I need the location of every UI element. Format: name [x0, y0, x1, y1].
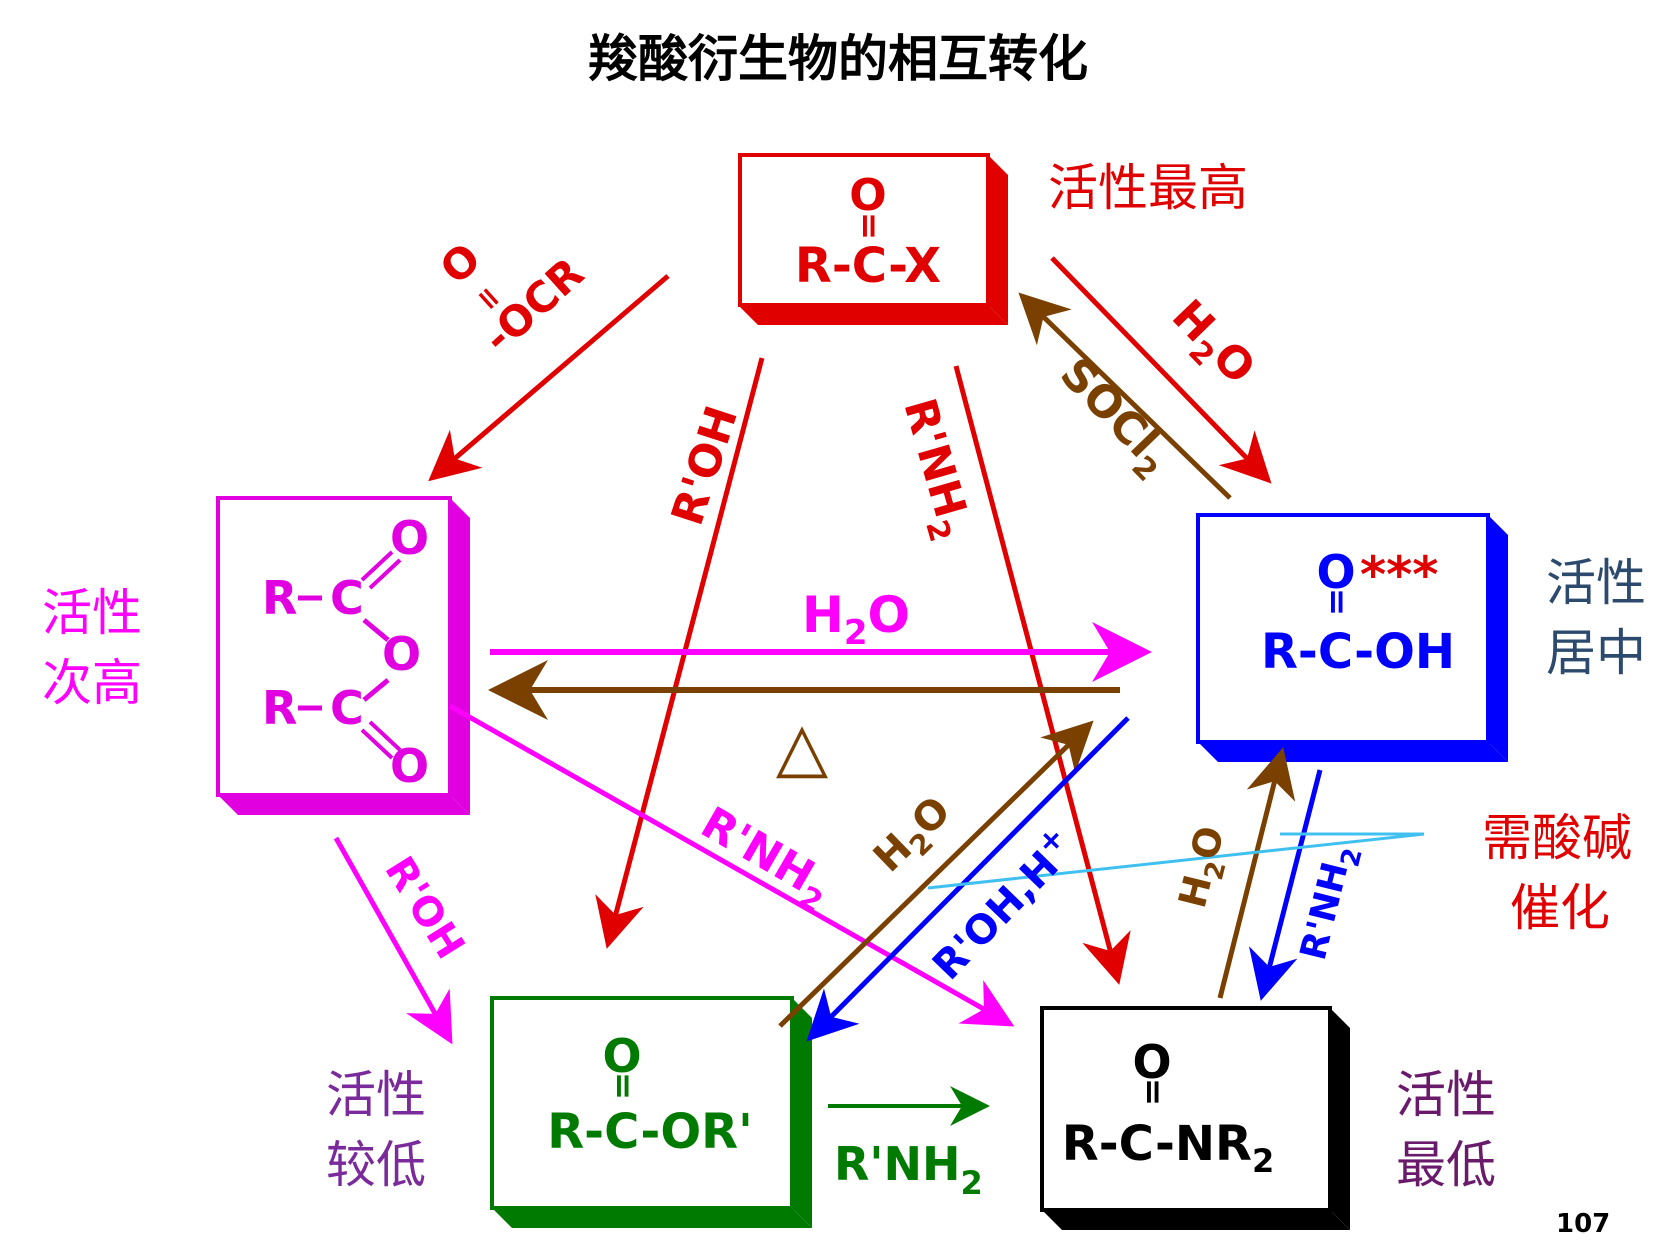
label-lowest-activity-1: 活性: [1396, 1066, 1496, 1124]
label-lower-activity-1: 活性: [326, 1066, 426, 1124]
anhydride-c1: C: [330, 571, 364, 625]
reagent-roh-anhydride: R'OH: [376, 849, 474, 967]
reagent-rnh2-acid: R'NH2: [1293, 841, 1369, 966]
reagent-h2o-ester: H2O: [865, 788, 964, 887]
ester-double-bond: =: [603, 1072, 643, 1101]
label-second-activity-2: 次高: [42, 654, 142, 712]
anhydride-o1: O: [390, 511, 429, 565]
arrow-acid-to-acylhalide: [1018, 292, 1232, 500]
acyl-halide-box: O = R-C-X: [738, 153, 1008, 325]
svg-text:O: O: [431, 233, 490, 293]
acid-formula: R-C-OH: [1261, 624, 1455, 680]
arrow-amide-to-acid: [1217, 747, 1296, 999]
acyl-halide-formula: R-C-X: [795, 238, 941, 294]
arrow-anhydride-to-ester: [333, 836, 453, 1045]
acyl-halide-o: O: [849, 170, 886, 221]
arrow-acylhalide-to-amide: [953, 365, 1131, 985]
anhydride-o2: O: [390, 739, 429, 793]
reagent-rnh2-anhydride: R'NH2: [688, 797, 841, 920]
ester-box: O = R-C-OR': [490, 996, 812, 1228]
acyl-halide-double-bond: =: [849, 212, 889, 241]
reagent-delta: △: [776, 708, 829, 787]
arrow-ester-to-acid: [778, 720, 1094, 1028]
anhydride-box: R C O O R C O: [216, 496, 470, 815]
label-lowest-activity-2: 最低: [1396, 1136, 1496, 1194]
acid-box: O *** = R-C-OH: [1196, 513, 1508, 762]
label-middle-activity-2: 居中: [1546, 624, 1646, 682]
arrow-acid-to-amide: [1248, 769, 1323, 1001]
reagent-carboxylate: O = -OCR: [431, 233, 593, 362]
anhydride-r2: R: [262, 681, 297, 735]
amide-double-bond: =: [1133, 1078, 1173, 1107]
reagent-rnh2-ester: R'NH2: [834, 1137, 983, 1202]
arrow-anhydride-to-amide: [448, 703, 1015, 1027]
anhydride-r1: R: [262, 571, 297, 625]
amide-formula: R-C-NR2: [1062, 1116, 1275, 1180]
ester-formula: R-C-OR': [547, 1104, 753, 1160]
arrow-acylhalide-to-anhydride: [428, 274, 670, 482]
acid-double-bond: =: [1317, 588, 1357, 617]
reagent-h2o-anhydride: H2O: [802, 586, 910, 653]
amide-box: O = R-C-NR2: [1040, 1006, 1350, 1230]
label-second-activity-1: 活性: [42, 584, 142, 642]
label-highest-activity: 活性最高: [1048, 159, 1248, 217]
catalysis-pointer: [927, 832, 1425, 890]
anhydride-c2: C: [330, 681, 364, 735]
reagent-h2o-amide: H2O: [1170, 822, 1240, 914]
label-middle-activity-1: 活性: [1546, 554, 1646, 612]
anhydride-o-bridge: O: [382, 627, 421, 681]
label-catalysis-2: 催化: [1510, 879, 1610, 937]
acid-o: O: [1316, 545, 1355, 599]
arrow-acylhalide-to-acid: [1050, 256, 1272, 484]
page-title: 羧酸衍生物的相互转化: [588, 30, 1088, 88]
page-number: 107: [1556, 1209, 1610, 1239]
acid-stars: ***: [1360, 546, 1438, 604]
amide-o: O: [1132, 1035, 1171, 1089]
arrow-acid-to-ester: [806, 716, 1130, 1042]
ester-o: O: [602, 1029, 641, 1083]
label-lower-activity-2: 较低: [326, 1136, 426, 1194]
label-catalysis-1: 需酸碱: [1482, 809, 1632, 867]
